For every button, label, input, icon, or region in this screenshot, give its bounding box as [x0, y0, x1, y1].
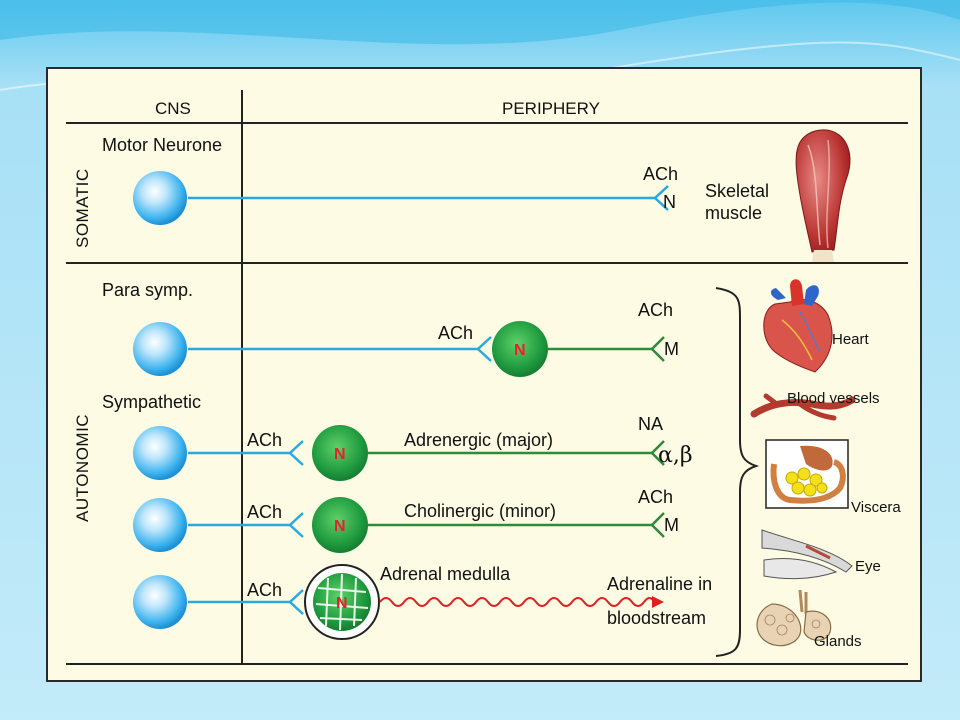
cholinergic-receptor-m: M	[664, 515, 679, 535]
adrenergic-ganglion	[312, 425, 368, 481]
motor-neurone-label: Motor Neurone	[102, 135, 222, 155]
adrenaline-label-1: Adrenaline in	[607, 574, 712, 594]
somatic-receptor-n: N	[663, 192, 676, 212]
cholinergic-label: Cholinergic (minor)	[404, 501, 556, 521]
heart-illustration	[763, 279, 833, 373]
autonomic-label: AUTONOMIC	[73, 414, 92, 522]
para-pre-ach: ACh	[438, 323, 473, 343]
adrenal-ganglion-n: N	[336, 595, 348, 612]
sympathetic-label: Sympathetic	[102, 392, 201, 412]
diagram-panel	[46, 67, 922, 682]
adrenal-pre-ach: ACh	[247, 580, 282, 600]
glands-illustration	[756, 589, 832, 647]
viscera-label: Viscera	[851, 499, 901, 516]
table-grid	[66, 90, 908, 665]
somatic-pathway	[133, 171, 669, 225]
cholinergic-ganglion-n: N	[334, 518, 346, 535]
adrenaline-arrowhead	[652, 596, 664, 608]
cholinergic-pre-ach: ACh	[247, 502, 282, 522]
adrenergic-pathway	[133, 425, 665, 481]
background-wave	[0, 0, 960, 45]
skeletal-muscle-label-1: Skeletal	[705, 181, 769, 201]
sympathetic-cell-1	[133, 426, 187, 480]
eye-illustration	[761, 529, 853, 580]
skeletal-muscle-label-2: muscle	[705, 203, 762, 223]
para-symp-label: Para symp.	[102, 280, 193, 300]
viscera-illustration	[765, 439, 849, 509]
heart-label: Heart	[832, 331, 870, 348]
skeletal-muscle-illustration	[795, 129, 851, 262]
blood-vessels-illustration	[750, 393, 856, 421]
alpha-beta-receptors: α,β	[658, 443, 693, 468]
motor-neurone-cell	[133, 171, 187, 225]
cholinergic-ganglion	[312, 497, 368, 553]
adrenergic-label: Adrenergic (major)	[404, 430, 553, 450]
somatic-label: SOMATIC	[73, 168, 92, 248]
periphery-header: PERIPHERY	[502, 99, 600, 118]
adrenal-pathway	[133, 564, 664, 640]
somatic-ach-label: ACh	[643, 164, 678, 184]
eye-label: Eye	[855, 558, 881, 575]
para-post-ach: ACh	[638, 300, 673, 320]
parasympathetic-pathway	[133, 321, 665, 377]
adrenaline-label-2: bloodstream	[607, 608, 706, 628]
sympathetic-cell-3	[133, 575, 187, 629]
adrenaline-wave	[379, 597, 655, 607]
para-symp-ganglion	[492, 321, 548, 377]
adrenergic-pre-ach: ACh	[247, 430, 282, 450]
cholinergic-post-ach: ACh	[638, 487, 673, 507]
cholinergic-pathway	[133, 497, 665, 553]
cns-header: CNS	[155, 99, 191, 118]
adrenal-medulla-cell	[304, 564, 380, 640]
adrenal-medulla-label: Adrenal medulla	[380, 564, 511, 584]
blood-vessels-label: Blood vessels	[787, 390, 880, 407]
adrenergic-ganglion-n: N	[334, 446, 346, 463]
target-organs-brace	[715, 287, 760, 657]
para-ganglion-n: N	[514, 342, 526, 359]
para-symp-cell	[133, 322, 187, 376]
sympathetic-cell-2	[133, 498, 187, 552]
adrenergic-na: NA	[638, 414, 663, 434]
para-receptor-m: M	[664, 339, 679, 359]
glands-label: Glands	[814, 633, 862, 650]
